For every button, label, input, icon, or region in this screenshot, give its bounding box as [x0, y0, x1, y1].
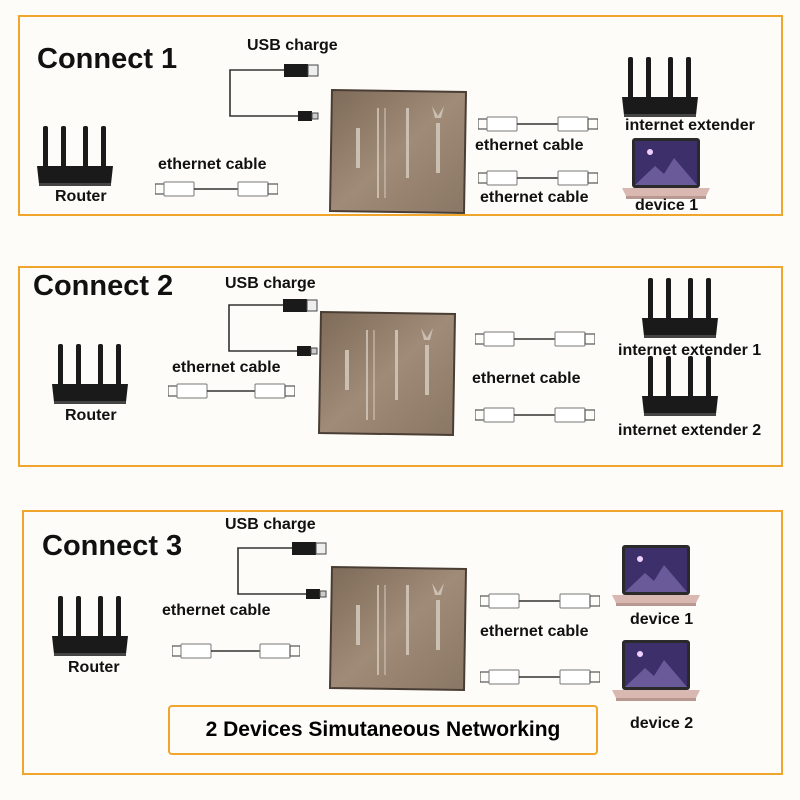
usb-cable-icon [234, 540, 334, 605]
ethernet-cable-icon [477, 115, 599, 138]
ethernet-cable-icon [479, 668, 601, 691]
panel-title: Connect 2 [33, 270, 174, 302]
usb-charge-label: USB charge [225, 516, 316, 533]
ethernet-cable-icon [479, 592, 601, 615]
laptop-icon [610, 545, 702, 612]
connect-2-panel [18, 266, 783, 467]
router-icon [640, 356, 720, 423]
target-label: internet extender [625, 117, 755, 134]
router-icon [620, 57, 700, 124]
connect-3-panel [22, 510, 783, 775]
router-icon [50, 344, 130, 411]
router-icon [50, 596, 130, 663]
usb-cable-icon [225, 297, 325, 362]
input-cable-label: ethernet cable [162, 602, 271, 619]
target-label: device 1 [635, 197, 699, 214]
target-label: device 2 [630, 715, 694, 732]
panel-title: Connect 3 [42, 530, 183, 562]
panel-title: Connect 1 [37, 43, 178, 75]
ethernet-cable-icon [474, 406, 596, 429]
target-label: internet extender 1 [618, 342, 762, 359]
target-label: internet extender 2 [618, 422, 762, 439]
usb-cable-icon [226, 62, 326, 127]
laptop-icon [620, 138, 712, 205]
target-label: device 1 [630, 611, 694, 628]
output-cable-label: ethernet cable [480, 623, 589, 640]
splitter-box-icon [317, 310, 457, 442]
output-cable-label: ethernet cable [475, 137, 584, 154]
ethernet-cable-icon [167, 382, 296, 405]
usb-charge-label: USB charge [225, 275, 316, 292]
output-cable-label: ethernet cable [472, 370, 581, 387]
usb-charge-label: USB charge [247, 37, 338, 54]
output-cable-label: ethernet cable [480, 189, 589, 206]
ethernet-cable-icon [474, 330, 596, 353]
splitter-box-icon [328, 565, 468, 697]
input-cable-label: ethernet cable [158, 156, 267, 173]
router-label: Router [68, 659, 120, 676]
router-icon [640, 278, 720, 345]
ethernet-cable-icon [154, 180, 279, 203]
input-cable-label: ethernet cable [172, 359, 281, 376]
callout-banner: 2 Devices Simutaneous Networking [168, 705, 598, 755]
splitter-box-icon [328, 88, 468, 220]
router-label: Router [65, 407, 117, 424]
ethernet-cable-icon [171, 642, 301, 665]
ethernet-cable-icon [477, 169, 599, 192]
connect-1-panel [18, 15, 783, 216]
router-label: Router [55, 188, 107, 205]
router-icon [35, 126, 115, 193]
laptop-icon [610, 640, 702, 707]
